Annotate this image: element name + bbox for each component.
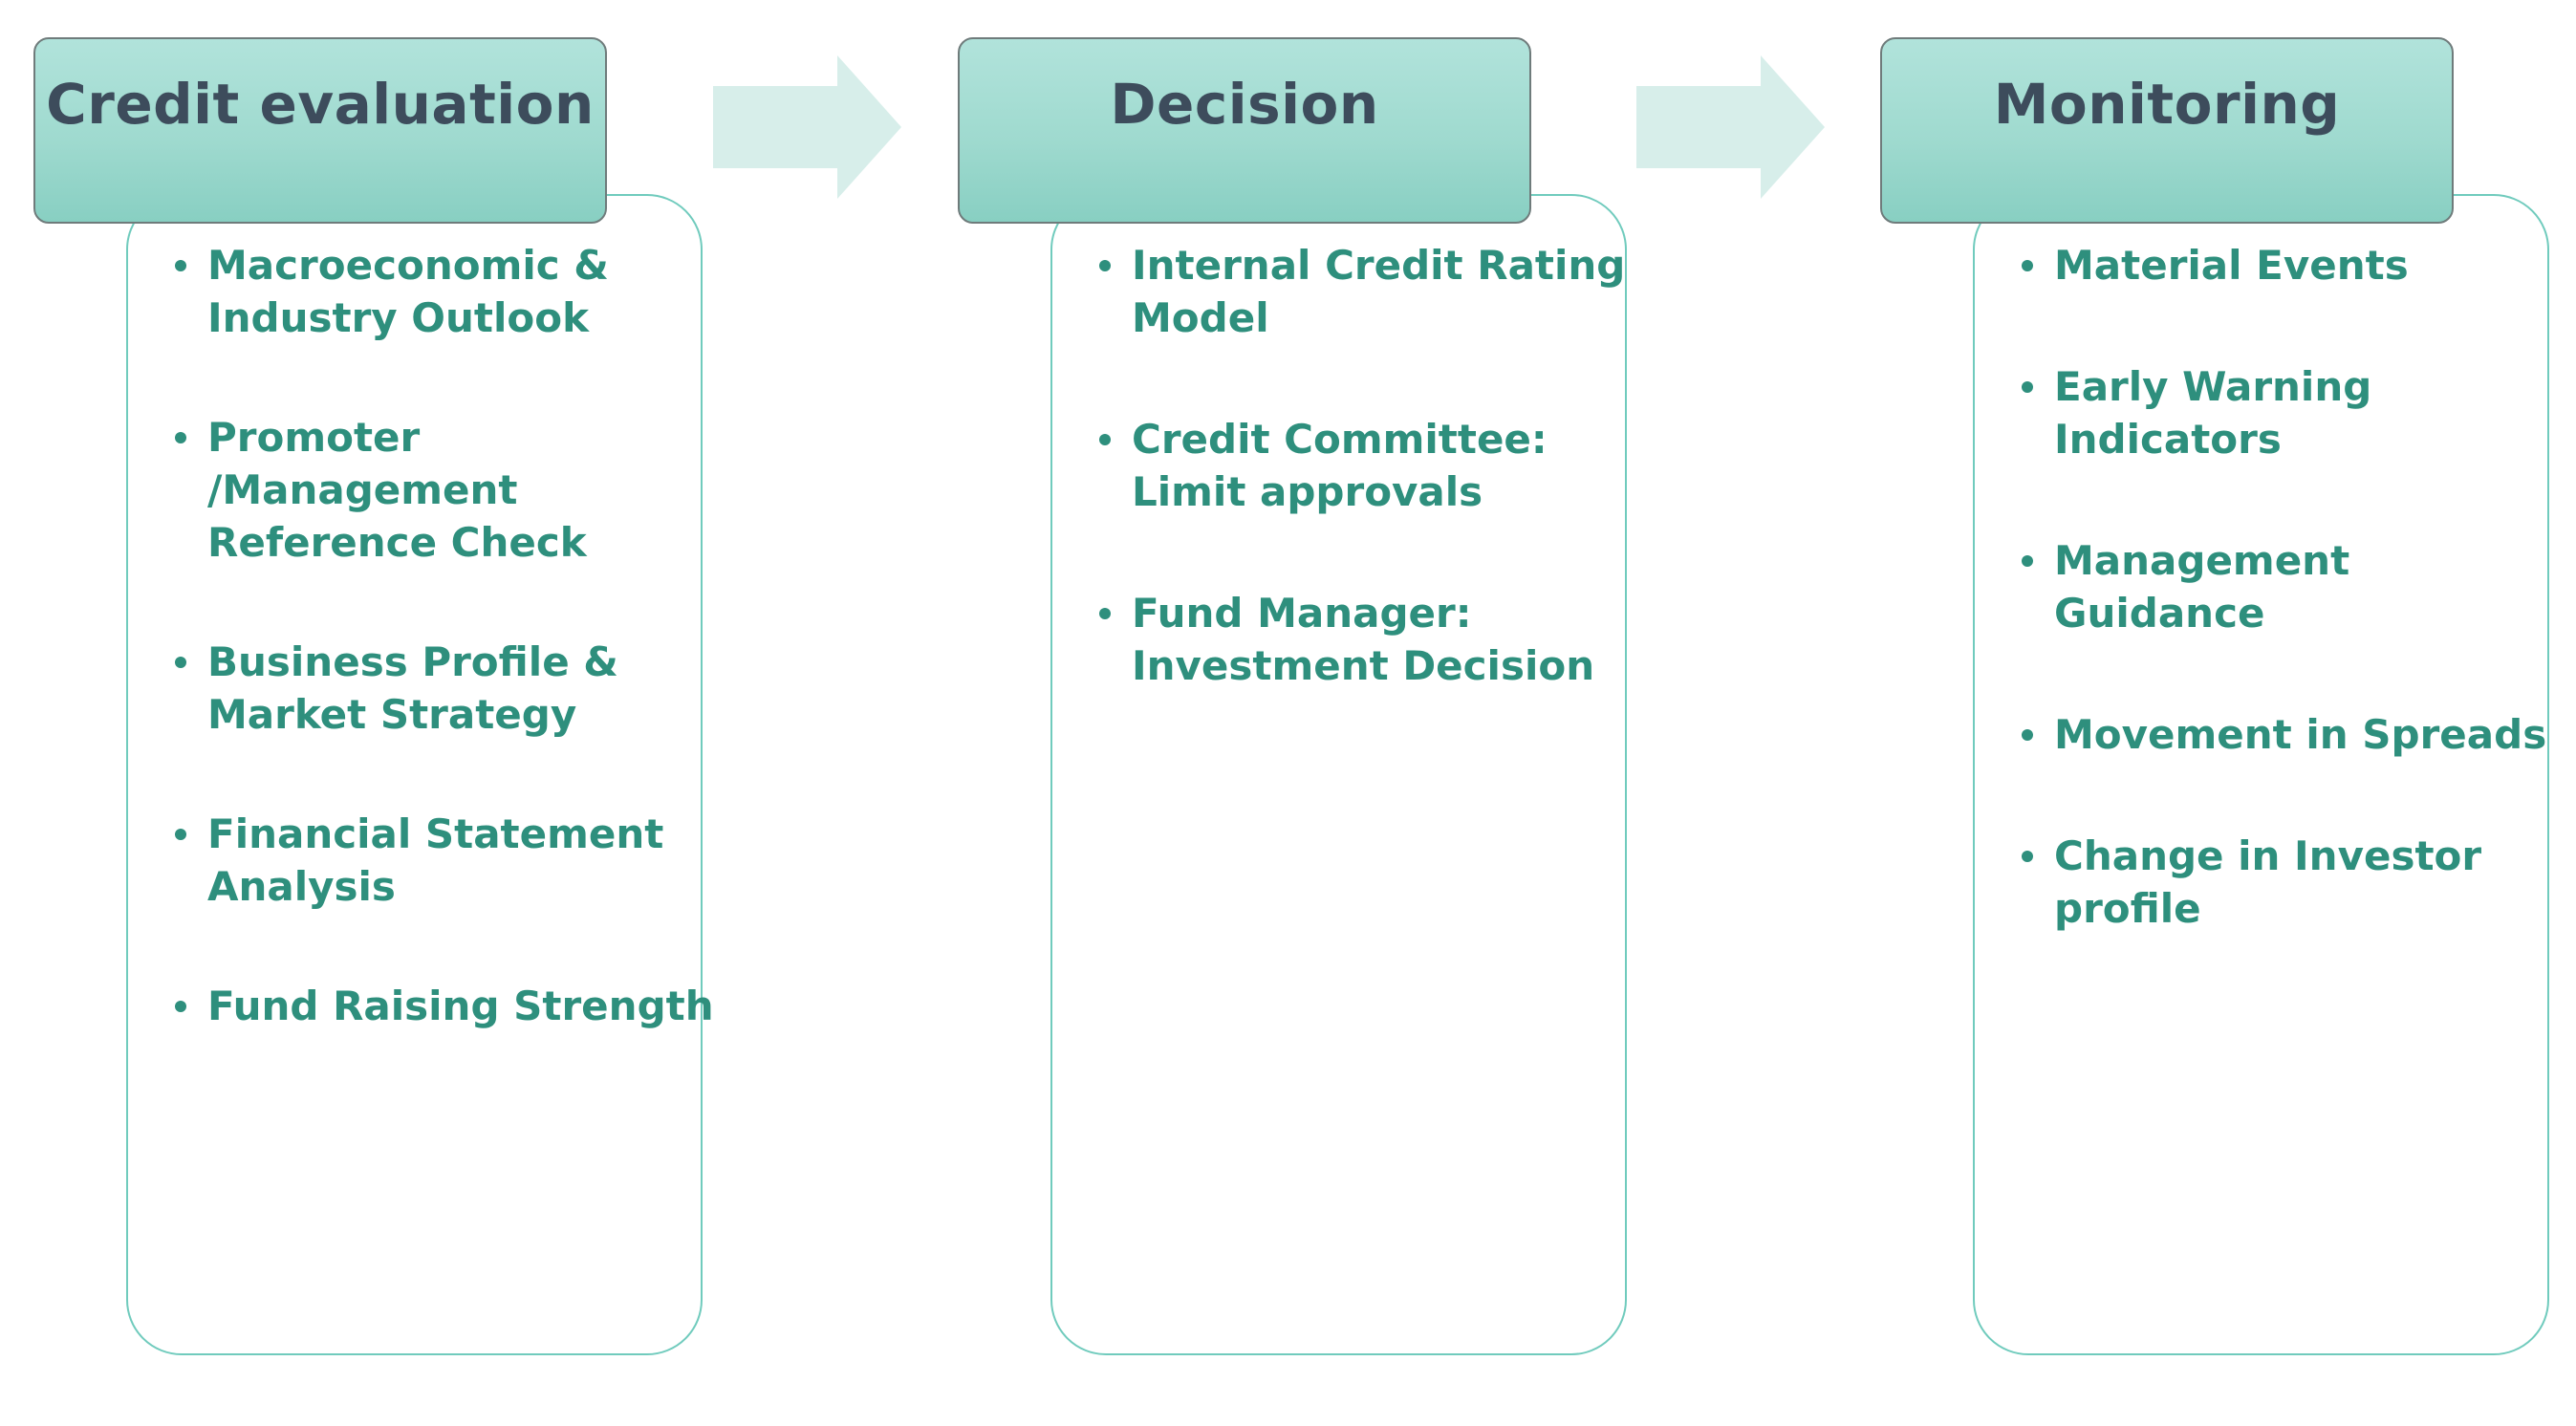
- stage-item-text-line: Management: [2054, 537, 2350, 584]
- stage-header: Monitoring: [1880, 37, 2454, 224]
- stage-item-text-line: Material Events: [2054, 242, 2409, 289]
- stage-item-text-line: Indicators: [2054, 416, 2282, 463]
- bullet-icon: [175, 657, 186, 668]
- bullet-icon: [175, 260, 186, 271]
- stage-item-text-line: Change in Investor: [2054, 832, 2482, 879]
- stage-item-text-line: Limit approvals: [1132, 468, 1483, 515]
- stage-item-text-line: Internal Credit Rating: [1132, 242, 1626, 289]
- stage-item-text-line: Investment Decision: [1132, 642, 1595, 689]
- stage-item: Fund Manager: Investment Decision: [1052, 587, 1625, 692]
- stage-item-text-line: Reference Check: [207, 519, 587, 566]
- stage-item: Movement in Spreads: [1975, 708, 2547, 761]
- stage-header: Decision: [958, 37, 1531, 224]
- stage-item-text-line: Credit Committee:: [1132, 416, 1548, 463]
- stage-item: Credit Committee: Limit approvals: [1052, 413, 1625, 518]
- stage-item-text-line: Fund Manager:: [1132, 590, 1472, 637]
- stage-header: Credit evaluation: [33, 37, 607, 224]
- stage-title: Monitoring: [1993, 72, 2341, 137]
- bullet-icon: [2022, 851, 2033, 862]
- bullet-icon: [1099, 434, 1111, 445]
- bullet-icon: [175, 1001, 186, 1012]
- stage-item-text-line: Financial Statement: [207, 810, 664, 857]
- stage-item: Business Profile & Market Strategy: [128, 636, 701, 741]
- stage-item-text-line: Analysis: [207, 863, 396, 910]
- stage-item: Material Events: [1975, 239, 2547, 292]
- stage-item-text-line: Business Profile &: [207, 638, 618, 685]
- stage-item-text-line: Fund Raising Strength: [207, 983, 714, 1029]
- stage-item-text-line: Guidance: [2054, 590, 2265, 637]
- stage-item: Fund Raising Strength: [128, 980, 714, 1032]
- stage-item-text-line: Promoter: [207, 414, 421, 461]
- stage-item-text-line: Macroeconomic &: [207, 242, 609, 289]
- stage-item-text-line: Industry Outlook: [207, 294, 589, 341]
- stage-item-text-line: Movement in Spreads: [2054, 711, 2547, 758]
- bullet-icon: [1099, 260, 1111, 271]
- stage-item-text-line: Model: [1132, 294, 1269, 341]
- bullet-icon: [2022, 729, 2033, 741]
- bullet-icon: [175, 829, 186, 840]
- stage-item: Change in Investor profile: [1975, 830, 2547, 935]
- right-arrow-icon: [1636, 55, 1825, 199]
- bullet-icon: [1099, 608, 1111, 619]
- stage-item-text-line: /Management: [207, 466, 518, 513]
- bullet-icon: [175, 432, 186, 443]
- bullet-icon: [2022, 555, 2033, 567]
- stage-item-text-line: profile: [2054, 885, 2201, 932]
- right-arrow-icon: [713, 55, 901, 199]
- bullet-icon: [2022, 381, 2033, 393]
- stage-title: Decision: [1110, 72, 1379, 137]
- bullet-icon: [2022, 260, 2033, 271]
- stage-item-text-line: Early Warning: [2054, 363, 2372, 410]
- stage-item: Macroeconomic & Industry Outlook: [128, 239, 701, 344]
- stage-title: Credit evaluation: [46, 72, 595, 137]
- stage-item-text-line: Market Strategy: [207, 691, 577, 738]
